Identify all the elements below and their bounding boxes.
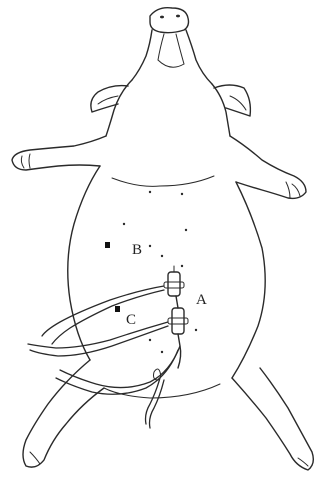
marker-b xyxy=(105,242,110,248)
pig-hind-legs xyxy=(23,360,313,470)
label-a: A xyxy=(196,292,207,308)
pig-torso xyxy=(68,166,265,378)
label-c: C xyxy=(126,312,136,328)
catheter-device xyxy=(164,266,188,368)
tubing-lines xyxy=(28,286,180,428)
pig-front-legs xyxy=(12,136,306,198)
label-b: B xyxy=(132,242,142,258)
marker-c xyxy=(115,306,120,312)
pig-head xyxy=(106,8,230,136)
